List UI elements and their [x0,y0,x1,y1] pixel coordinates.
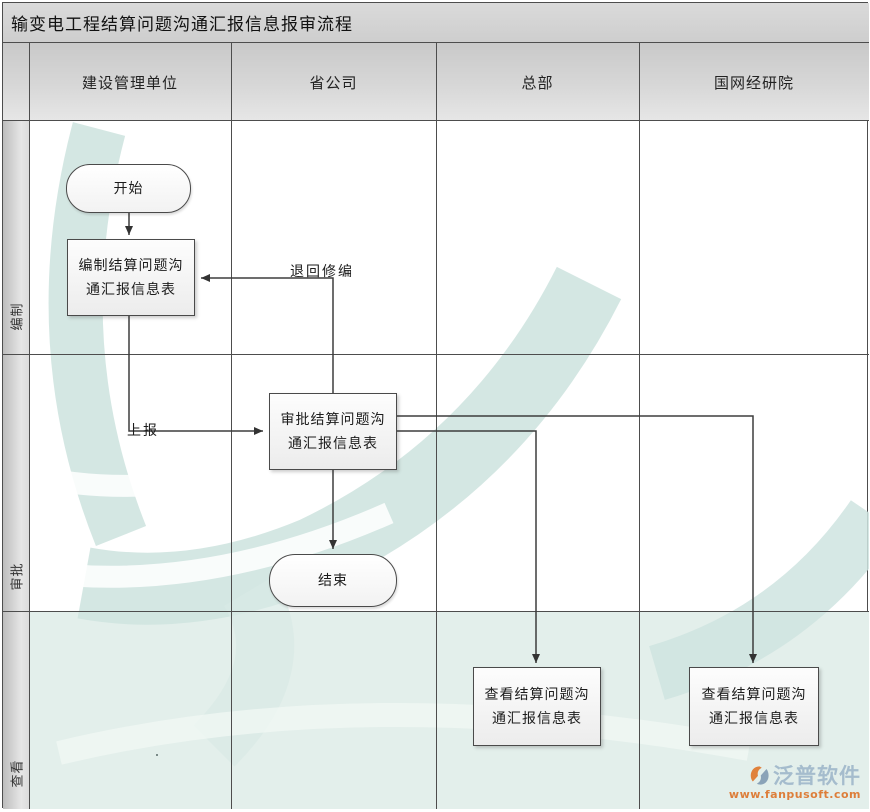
brand-logo-icon [749,765,770,786]
column-header-label: 国网经研院 [713,73,794,92]
row-divider [3,354,869,355]
column-header-label: 省公司 [309,73,358,92]
end-node: 结束 [269,554,397,607]
row-divider [3,611,869,612]
flow-connectors [125,213,757,663]
edge-label-return-for-revision: 退回修编 [290,264,354,280]
column-header-construction-management-unit: 建设管理单位 [29,43,231,121]
column-header-label: 总部 [521,73,554,92]
column-divider [436,43,437,809]
row-label-strip [3,121,29,809]
brand-name: 泛普软件 [773,764,861,788]
ink-dot [156,754,158,756]
brand-watermark: 泛普软件 www.fanpusoft.com [729,760,861,801]
column-header-state-grid-institute: 国网经研院 [639,43,869,121]
brand-url: www.fanpusoft.com [728,788,861,801]
compile-form-node: 编制结算问题沟 通汇报信息表 [67,239,195,316]
edge-label-report: 上报 [127,423,159,439]
column-header-provincial-company: 省公司 [231,43,436,121]
view-form-headquarters-node: 查看结算问题沟 通汇报信息表 [473,667,601,746]
column-divider [29,43,30,809]
column-divider [231,43,232,809]
title-bar: 输变电工程结算问题沟通汇报信息报审流程 [3,3,869,43]
column-header-label: 建设管理单位 [81,73,178,92]
column-header-headquarters: 总部 [436,43,639,121]
page-title: 输变电工程结算问题沟通汇报信息报审流程 [11,15,353,35]
column-divider [639,43,640,809]
view-form-institute-node: 查看结算问题沟 通汇报信息表 [689,667,819,746]
start-node: 开始 [66,164,191,213]
approve-form-node: 审批结算问题沟 通汇报信息表 [269,393,397,470]
